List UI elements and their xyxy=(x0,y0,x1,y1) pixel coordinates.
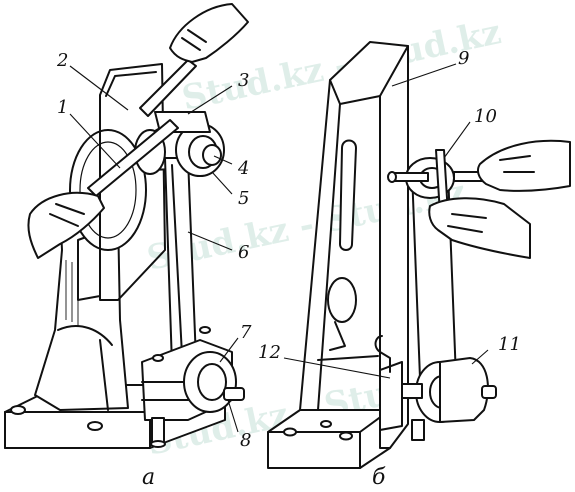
subfigure-b-leaders xyxy=(283,63,489,379)
callout-5: 5 xyxy=(238,188,249,209)
subfigure-label-a: а xyxy=(142,465,155,490)
subfigure-b-drawing xyxy=(267,41,571,469)
callout-12: 12 xyxy=(258,342,281,363)
callout-4: 4 xyxy=(237,158,249,179)
callout-2: 2 xyxy=(56,50,68,71)
subfigure-b-callouts: 9 10 11 12 б xyxy=(258,48,521,490)
subfigure-a-drawing xyxy=(4,3,249,449)
callout-6: 6 xyxy=(238,242,249,263)
callout-9: 9 xyxy=(458,48,469,69)
callout-1: 1 xyxy=(57,97,68,118)
subfigure-a-leaders xyxy=(69,65,239,433)
subfigure-label-b: б xyxy=(372,465,386,490)
callout-10: 10 xyxy=(474,106,497,127)
callout-11: 11 xyxy=(498,334,521,355)
subfigure-a-callouts: 1 2 3 4 5 6 7 8 а xyxy=(56,50,252,490)
callout-7: 7 xyxy=(240,322,252,343)
callout-8: 8 xyxy=(240,430,251,451)
callout-3: 3 xyxy=(238,70,249,91)
